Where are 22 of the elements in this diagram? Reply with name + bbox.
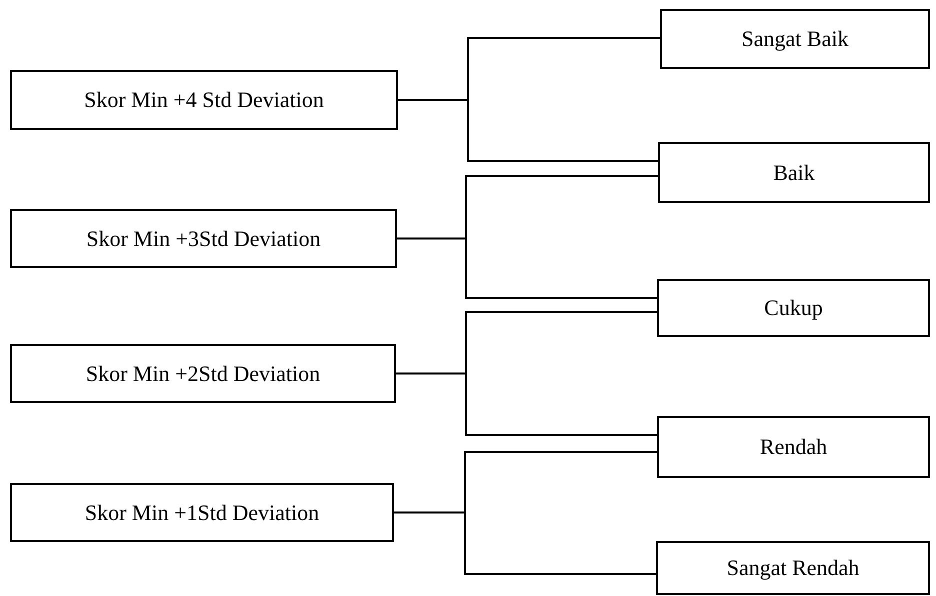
category-box — [660, 9, 930, 69]
score-box — [10, 483, 394, 542]
category-box — [657, 416, 930, 478]
connector-line — [396, 372, 657, 436]
connector-line — [394, 512, 656, 575]
box-label: Sangat Rendah — [726, 555, 860, 581]
box-label: Sangat Baik — [742, 26, 848, 52]
box-label: Skor Min +3Std Deviation — [86, 226, 321, 252]
box-label: Cukup — [764, 295, 823, 321]
box-label: Rendah — [760, 434, 828, 460]
box-label: Skor Min +1Std Deviation — [84, 500, 320, 526]
score-box — [10, 209, 397, 268]
connector-line — [397, 238, 657, 299]
category-box — [656, 541, 930, 595]
box-label: Skor Min +2Std Deviation — [86, 360, 320, 386]
score-box — [10, 70, 398, 130]
category-box — [658, 142, 930, 203]
box-label: Baik — [773, 160, 815, 186]
connector-line — [398, 99, 658, 162]
box-label: Skor Min +4 Std Deviation — [84, 87, 324, 113]
category-box — [657, 279, 930, 337]
score-box — [10, 344, 396, 403]
